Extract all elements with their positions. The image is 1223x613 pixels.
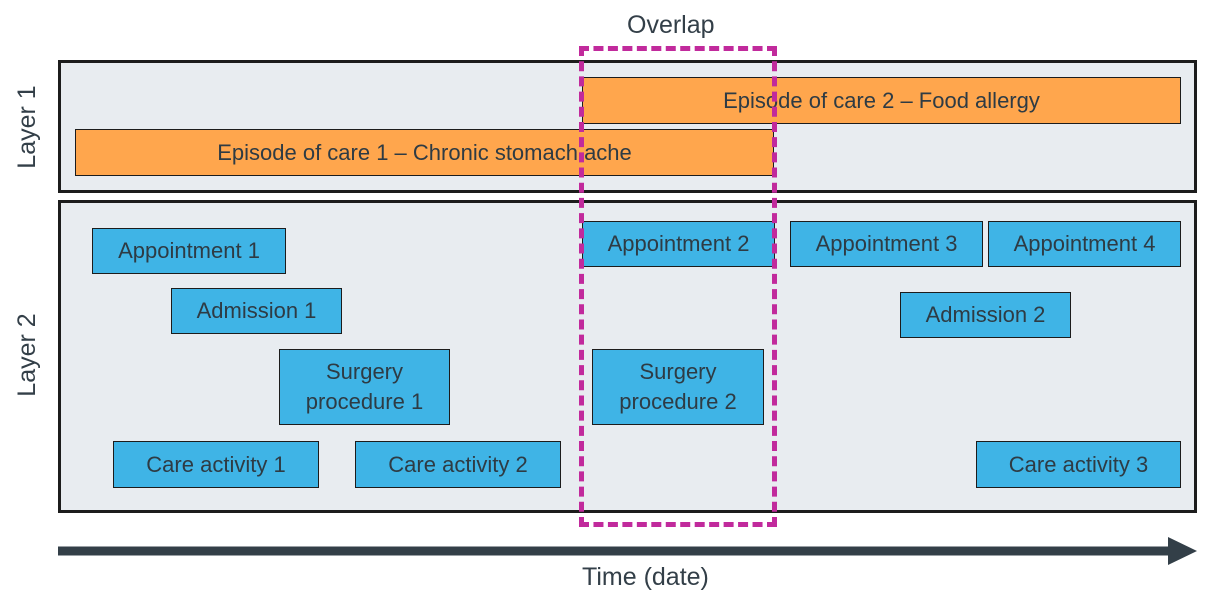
appointment-1: Appointment 1 (92, 228, 286, 274)
appointment-3: Appointment 3 (790, 221, 983, 267)
admission-1: Admission 1 (171, 288, 342, 334)
care-activity-1: Care activity 1 (113, 441, 319, 488)
time-axis-label: Time (date) (582, 563, 709, 591)
admission-2: Admission 2 (900, 292, 1071, 338)
surgery-procedure-1: Surgery procedure 1 (279, 349, 450, 425)
care-activity-3: Care activity 3 (976, 441, 1181, 488)
appointment-4: Appointment 4 (988, 221, 1181, 267)
overlap-label: Overlap (627, 11, 715, 39)
episode-of-care-1: Episode of care 1 – Chronic stomach ache (75, 129, 774, 176)
overlap-region (579, 46, 777, 527)
surgery-procedure-2: Surgery procedure 2 (592, 349, 764, 425)
appointment-2: Appointment 2 (582, 221, 775, 267)
care-activity-2: Care activity 2 (355, 441, 561, 488)
